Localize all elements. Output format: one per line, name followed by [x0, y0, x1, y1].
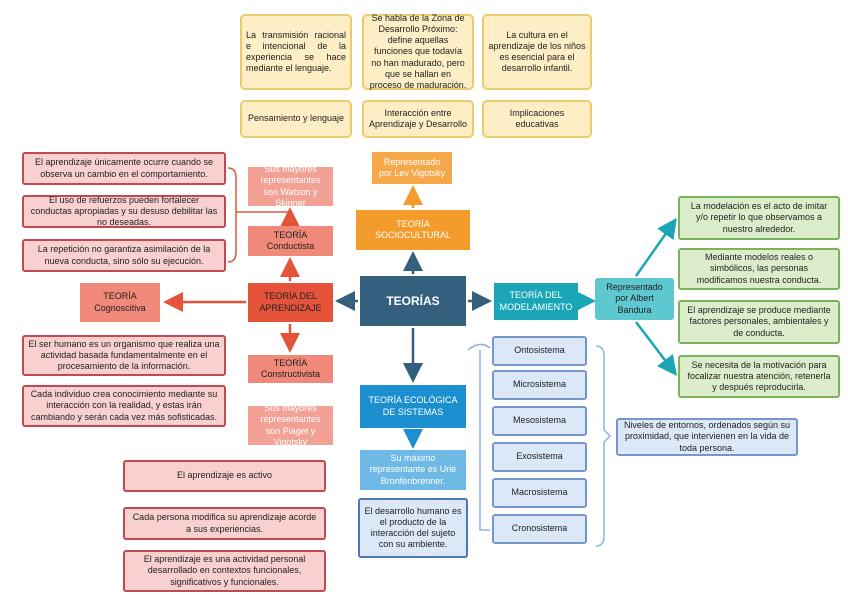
conductista-rep: Sus mayores representantes son Watson y …: [248, 164, 333, 208]
constructivista-note: El aprendizaje es activo: [123, 460, 326, 492]
system-ontosistema: Ontosistema: [492, 336, 587, 366]
root-node: TEORÍAS: [360, 276, 466, 326]
systems-description: Niveles de entornos, ordenados según su …: [616, 418, 798, 456]
sociocultural-node: TEORÍA SOCIOCULTURAL: [356, 210, 470, 250]
constructivista-note: El aprendizaje es una actividad personal…: [123, 550, 326, 592]
conductista-note: El aprendizaje únicamente ocurre cuando …: [22, 152, 226, 185]
system-mesosistema: Mesosistema: [492, 406, 587, 436]
constructivista-note: Cada persona modifica su aprendizaje aco…: [123, 507, 326, 540]
vigotsky-rep: Representado por Lev Vigotsky: [372, 152, 452, 184]
cognoscitiva-node: TEORÍA Cognoscitiva: [80, 283, 160, 322]
conductista-note: La repetición no garantiza asimilación d…: [22, 239, 226, 272]
sociocultural-note: La transmisión racional e intencional de…: [240, 14, 352, 90]
sociocultural-topic: Interacción entre Aprendizaje y Desarrol…: [362, 100, 474, 138]
modelamiento-note: El aprendizaje se produce mediante facto…: [678, 300, 840, 344]
modelamiento-note: La modelación es el acto de imitar y/o r…: [678, 196, 840, 240]
conductista-node: TEORÍA Conductista: [248, 226, 333, 256]
sociocultural-topic: Implicaciones educativas: [482, 100, 592, 138]
bandura-rep: Representado por Albert Bandura: [595, 278, 674, 320]
cognoscitiva-note: Cada individuo crea conocimiento mediant…: [22, 385, 226, 427]
system-microsistema: Microsistema: [492, 370, 587, 400]
modelamiento-node: TEORÍA DEL MODELAMIENTO: [494, 283, 578, 320]
system-macrosistema: Macrosistema: [492, 478, 587, 508]
system-exosistema: Exosistema: [492, 442, 587, 472]
system-cronosistema: Cronosistema: [492, 514, 587, 544]
sociocultural-note: La cultura en el aprendizaje de los niño…: [482, 14, 592, 90]
bronfenbrenner-rep: Su máximo representante es Urie Bronfenb…: [360, 450, 466, 490]
sociocultural-topic: Pensamiento y lenguaje: [240, 100, 352, 138]
constructivista-rep: Sus mayores representantes son Piaget y …: [248, 403, 333, 447]
constructivista-node: TEORÍA Constructivista: [248, 355, 333, 383]
conductista-note: El uso de refuerzos pueden fortalecer co…: [22, 195, 226, 228]
modelamiento-note: Mediante modelos reales o simbólicos, la…: [678, 248, 840, 290]
cognoscitiva-note: El ser humano es un organismo que realiz…: [22, 335, 226, 376]
ecologica-desc: El desarrollo humano es el producto de l…: [358, 498, 468, 558]
ecologica-node: TEORÍA ECOLÓGICA DE SISTEMAS: [360, 385, 466, 428]
sociocultural-note: Se habla de la Zona de Desarrollo Próxim…: [362, 13, 474, 90]
modelamiento-note: Se necesita de la motivación para focali…: [678, 355, 840, 398]
aprendizaje-node: TEORÍA DEL APRENDIZAJE: [248, 283, 333, 322]
